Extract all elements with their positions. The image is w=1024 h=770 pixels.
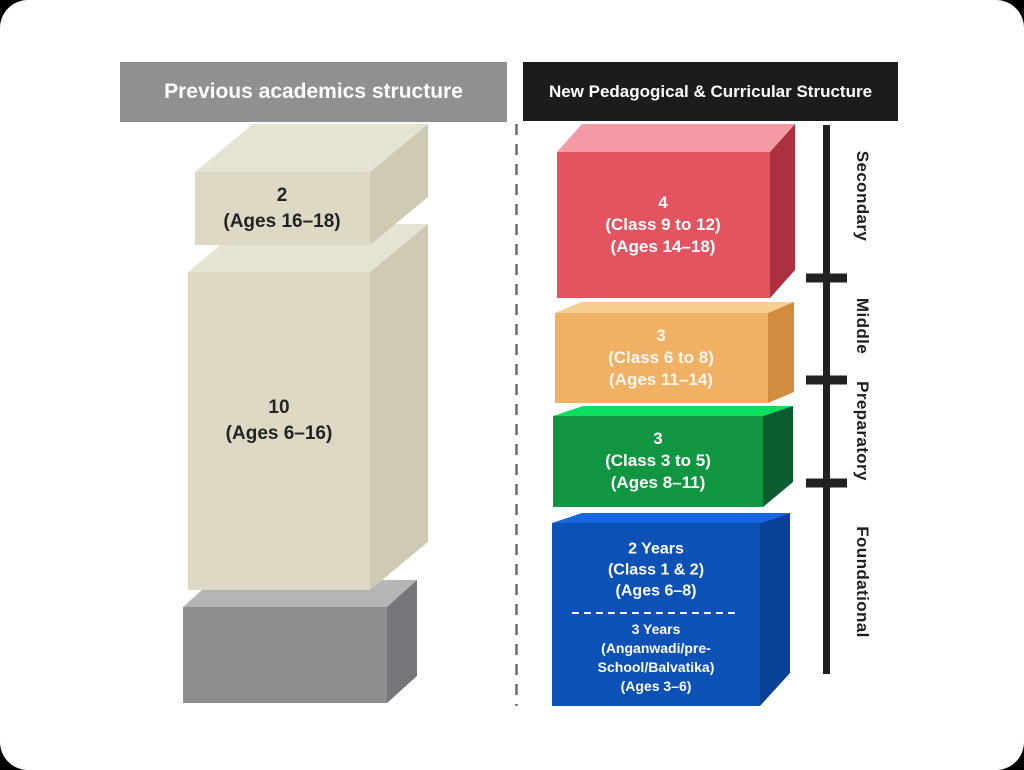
preparatory-block-top-face <box>553 406 793 416</box>
foundational-block-front-face <box>552 523 760 706</box>
secondary-block-label: 4 (Class 9 to 12) (Ages 14–18) <box>605 193 721 256</box>
two-years-block-front-face <box>195 172 370 245</box>
secondary-block-front-face <box>557 152 770 298</box>
base-block-side-face <box>387 580 417 703</box>
middle-block-top-face <box>555 302 794 313</box>
foundational-block-lower-label: 3 Years (Anganwadi/pre- School/Balvatika… <box>597 621 715 694</box>
secondary-block-side-face <box>770 124 795 298</box>
new-structure-header-bar <box>523 62 898 121</box>
preparatory-block-label: 3 (Class 3 to 5) (Ages 8–11) <box>605 429 711 492</box>
middle-block-side-face <box>768 302 794 403</box>
new-structure-header: New Pedagogical & Curricular Structure <box>548 81 873 101</box>
previous-structure-header-bar <box>120 62 507 122</box>
stage-label-preparatory: Preparatory <box>853 381 872 481</box>
secondary-block-top-face <box>557 124 795 152</box>
foundational-block-top-face <box>552 513 790 523</box>
stage-label-middle: Middle <box>853 297 872 355</box>
two-years-block-label: 2 (Ages 16–18) <box>223 185 341 232</box>
middle-block-label: 3 (Class 6 to 8) (Ages 11–14) <box>608 326 714 389</box>
preparatory-block-side-face <box>763 406 793 507</box>
ten-years-block-side-face <box>370 224 428 590</box>
ten-years-block-label: 10 (Ages 6–16) <box>225 397 333 444</box>
base-block-front-face <box>183 607 387 703</box>
previous-structure-header: Previous academics structure <box>164 80 463 103</box>
foundational-block-upper-label: 2 Years (Class 1 & 2) (Ages 6–8) <box>607 540 705 600</box>
foundational-block-side-face <box>760 513 790 706</box>
two-years-block-side-face <box>370 124 428 245</box>
two-years-block-top-face <box>195 124 428 172</box>
preparatory-block-front-face <box>553 416 763 507</box>
ten-years-block-front-face <box>188 272 370 590</box>
middle-block-front-face <box>555 313 768 403</box>
stage-label-secondary: Secondary <box>853 150 872 242</box>
stage-label-foundational: Foundational <box>853 526 872 638</box>
